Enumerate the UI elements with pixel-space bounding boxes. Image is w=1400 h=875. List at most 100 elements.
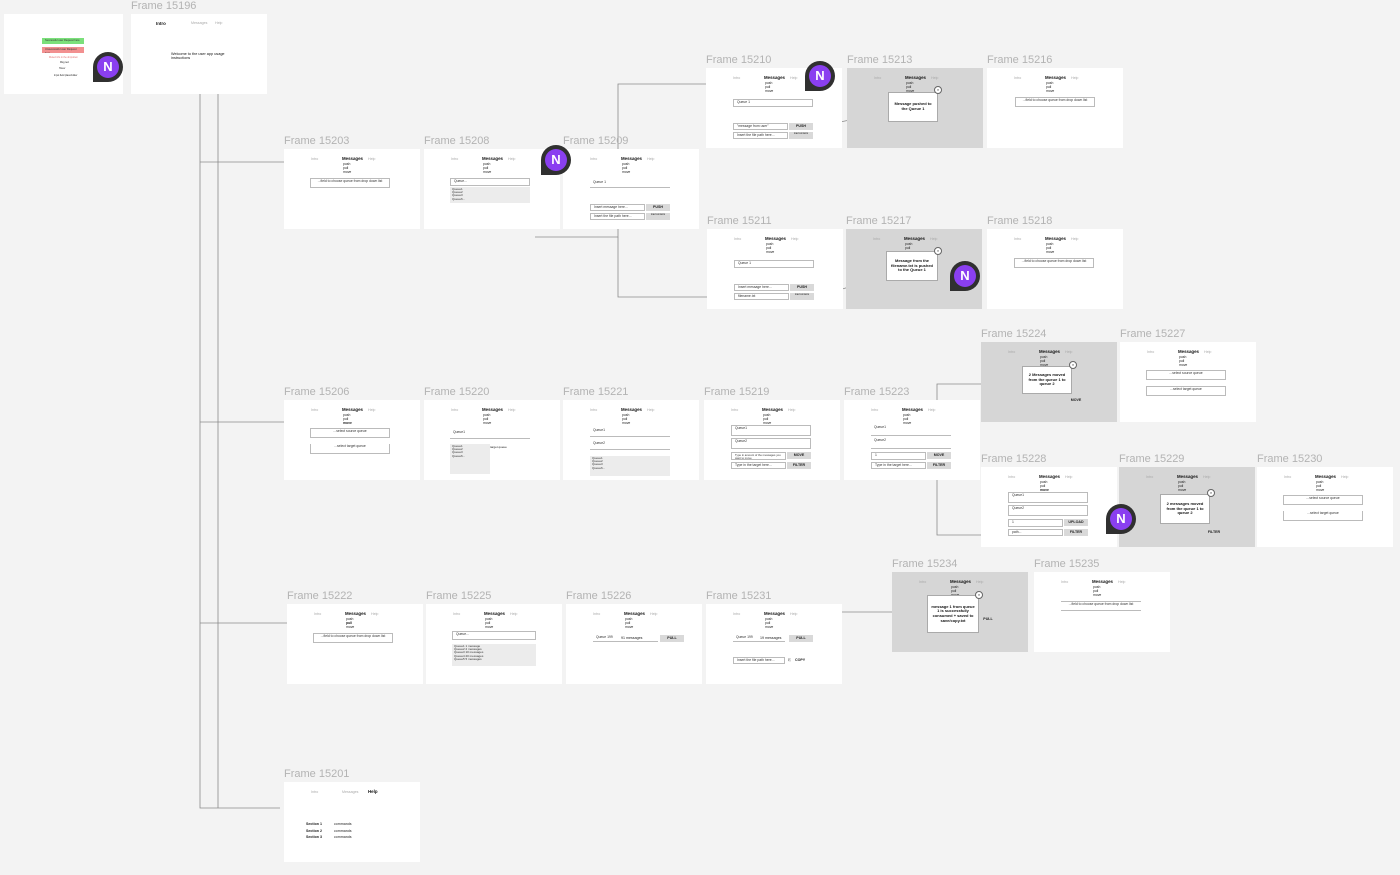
move-button[interactable]: MOVE bbox=[1070, 398, 1082, 402]
nav-push[interactable]: push bbox=[905, 242, 913, 246]
nav-pull[interactable]: pull bbox=[1093, 589, 1099, 593]
nav-move[interactable]: move bbox=[483, 421, 492, 425]
nav-pull[interactable]: pull bbox=[1046, 246, 1052, 250]
nav-move[interactable]: move bbox=[622, 421, 631, 425]
target-queue-dropdown[interactable]: Queue2 bbox=[871, 438, 951, 449]
nav-messages[interactable]: Messages bbox=[1177, 474, 1198, 479]
nav-help[interactable]: Help bbox=[371, 612, 379, 616]
nav-messages[interactable]: Messages bbox=[1045, 236, 1066, 241]
target-queue-dropdown[interactable]: ...select target queue bbox=[310, 444, 390, 454]
nav-push[interactable]: push bbox=[622, 162, 630, 166]
queue-dropdown[interactable]: ...field to choose queue from drop down … bbox=[310, 178, 390, 188]
nav-push[interactable]: push bbox=[1040, 480, 1048, 484]
nav-intro[interactable]: Intro bbox=[453, 612, 461, 616]
nav-move[interactable]: move bbox=[763, 421, 772, 425]
nav-messages[interactable]: Messages bbox=[1315, 474, 1336, 479]
nav-help[interactable]: Help bbox=[1065, 475, 1073, 479]
collaborator-avatar[interactable]: N bbox=[805, 61, 835, 91]
pull-button[interactable]: PULL bbox=[983, 617, 993, 621]
source-queue-dropdown[interactable]: ...select source queue bbox=[310, 428, 390, 438]
nav-move[interactable]: move bbox=[1040, 488, 1049, 492]
nav-push[interactable]: push bbox=[622, 413, 630, 417]
nav-push[interactable]: push bbox=[906, 81, 914, 85]
move-button[interactable]: MOVE bbox=[787, 452, 811, 459]
queue-dropdown[interactable]: ...field to choose queue from drop down … bbox=[1014, 258, 1094, 268]
nav-move[interactable]: move bbox=[1093, 593, 1102, 597]
queue-dropdown[interactable]: Queue 199 bbox=[733, 635, 785, 642]
nav-intro[interactable]: Intro bbox=[1061, 580, 1069, 584]
nav-help[interactable]: Help bbox=[1065, 350, 1073, 354]
target-queue-dropdown[interactable]: Queue2 bbox=[731, 438, 811, 449]
nav-messages[interactable]: Messages bbox=[902, 407, 923, 412]
load-button[interactable]: load contacts bbox=[790, 293, 814, 300]
nav-push[interactable]: push bbox=[1046, 81, 1054, 85]
target-filter-input[interactable]: Type in the target here... bbox=[731, 462, 786, 469]
nav-pull[interactable]: pull bbox=[763, 417, 769, 421]
nav-pull[interactable]: pull bbox=[765, 85, 771, 89]
nav-help[interactable]: Help bbox=[215, 21, 223, 25]
source-queue-dropdown[interactable]: ...select source queue bbox=[1146, 370, 1226, 380]
nav-pull[interactable]: pull bbox=[483, 417, 489, 421]
nav-help[interactable]: Help bbox=[1071, 76, 1079, 80]
nav-pull[interactable]: pull bbox=[483, 166, 489, 170]
collaborator-avatar[interactable]: N bbox=[1106, 504, 1136, 534]
nav-help[interactable]: Help bbox=[928, 408, 936, 412]
nav-messages[interactable]: Messages bbox=[1045, 75, 1066, 80]
target-queue-dropdown[interactable]: ...select target queue bbox=[1146, 386, 1226, 396]
nav-pull[interactable]: pull bbox=[766, 246, 772, 250]
close-icon[interactable]: × bbox=[934, 86, 942, 94]
nav-messages[interactable]: Messages bbox=[345, 611, 366, 616]
nav-messages[interactable]: Messages bbox=[1092, 579, 1113, 584]
nav-push[interactable]: push bbox=[763, 413, 771, 417]
load-button[interactable]: load contacts bbox=[789, 132, 813, 139]
nav-push[interactable]: push bbox=[625, 617, 633, 621]
nav-intro[interactable]: Intro bbox=[873, 237, 881, 241]
file-path-input[interactable]: Insert the file path here... bbox=[590, 213, 645, 220]
queue-dropdown[interactable]: Queue 1 bbox=[734, 260, 814, 268]
nav-messages[interactable]: Messages bbox=[342, 407, 363, 412]
nav-help[interactable]: Help bbox=[790, 612, 798, 616]
nav-help[interactable]: Help bbox=[976, 580, 984, 584]
load-button[interactable]: load contacts bbox=[646, 213, 670, 220]
nav-pull[interactable]: pull bbox=[622, 166, 628, 170]
amount-input[interactable]: Type in amount of the messages you want … bbox=[731, 452, 786, 460]
nav-messages[interactable]: Messages bbox=[1178, 349, 1199, 354]
nav-push[interactable]: push bbox=[1040, 355, 1048, 359]
queue-dropdown[interactable]: Queue 1 bbox=[590, 180, 670, 188]
copy-icon[interactable]: ⎘ bbox=[788, 658, 791, 662]
move-button[interactable]: MOVE bbox=[927, 452, 951, 459]
nav-help[interactable]: Help bbox=[508, 408, 516, 412]
nav-intro[interactable]: Intro bbox=[311, 790, 319, 794]
nav-intro[interactable]: Intro bbox=[871, 408, 879, 412]
nav-push[interactable]: push bbox=[346, 617, 354, 621]
nav-move[interactable]: move bbox=[765, 89, 774, 93]
nav-pull[interactable]: pull bbox=[1046, 85, 1052, 89]
file-path-input[interactable]: Insert the file path here... bbox=[733, 657, 785, 664]
nav-pull[interactable]: pull bbox=[906, 85, 912, 89]
nav-messages[interactable]: Messages bbox=[342, 790, 359, 794]
nav-help[interactable]: Help bbox=[1071, 237, 1079, 241]
nav-help[interactable]: Help bbox=[790, 76, 798, 80]
nav-pull[interactable]: pull bbox=[343, 166, 349, 170]
nav-push[interactable]: push bbox=[483, 413, 491, 417]
nav-push[interactable]: push bbox=[1046, 242, 1054, 246]
nav-push[interactable]: push bbox=[1093, 585, 1101, 589]
nav-messages[interactable]: Messages bbox=[191, 21, 208, 25]
nav-move[interactable]: move bbox=[483, 170, 492, 174]
nav-messages[interactable]: Messages bbox=[621, 407, 642, 412]
nav-intro[interactable]: Intro bbox=[731, 408, 739, 412]
nav-move[interactable]: move bbox=[766, 250, 775, 254]
nav-intro[interactable]: Intro bbox=[734, 237, 742, 241]
nav-messages[interactable]: Messages bbox=[904, 236, 925, 241]
nav-pull[interactable]: pull bbox=[625, 621, 631, 625]
nav-move[interactable]: move bbox=[1178, 488, 1187, 492]
nav-help[interactable]: Help bbox=[368, 157, 376, 161]
amount-input[interactable]: 1 bbox=[1008, 519, 1063, 527]
nav-push[interactable]: push bbox=[1316, 480, 1324, 484]
nav-help[interactable]: Help bbox=[368, 789, 378, 794]
close-icon[interactable]: × bbox=[1069, 361, 1077, 369]
nav-move[interactable]: move bbox=[343, 421, 352, 425]
nav-move[interactable]: move bbox=[1046, 89, 1055, 93]
filter-button[interactable]: FILTER bbox=[787, 462, 811, 469]
